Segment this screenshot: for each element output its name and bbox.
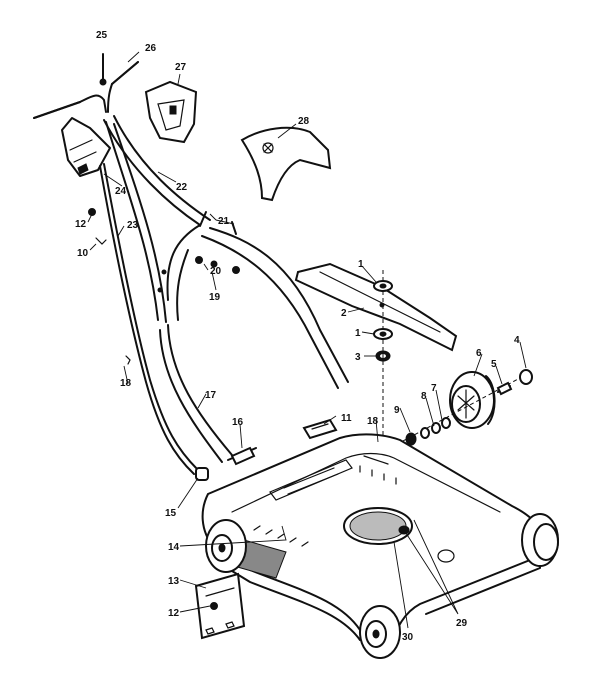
label-20: 20 <box>210 266 222 277</box>
plug <box>227 446 257 466</box>
power-cord <box>103 163 199 471</box>
label-21: 21 <box>218 216 230 227</box>
deck-wheels <box>205 513 559 659</box>
label-9: 9 <box>394 405 400 416</box>
handle-bracket <box>240 126 332 202</box>
label-3: 3 <box>355 352 361 363</box>
label-19: 19 <box>209 292 221 303</box>
label-26: 26 <box>145 43 157 54</box>
label-6: 6 <box>476 348 482 359</box>
label-24: 24 <box>115 186 127 197</box>
label-plate <box>302 418 338 440</box>
label-25: 25 <box>96 30 108 41</box>
label-28: 28 <box>298 116 310 127</box>
label-2: 2 <box>341 308 347 319</box>
label-27: 27 <box>175 62 187 73</box>
label-8: 8 <box>421 391 427 402</box>
label-29: 29 <box>456 618 468 629</box>
handle-fasteners <box>88 53 240 365</box>
switch-box <box>61 117 111 177</box>
leader-lines <box>87 51 527 629</box>
label-4: 4 <box>514 335 520 346</box>
label-12: 12 <box>75 219 87 230</box>
label-17: 17 <box>205 390 217 401</box>
label-5: 5 <box>491 359 497 370</box>
label-15: 15 <box>165 508 177 519</box>
label-7: 7 <box>431 383 437 394</box>
label-12-flap: 12 <box>168 608 180 619</box>
label-18-deck: 18 <box>367 416 379 427</box>
part-numbers: 25 26 27 28 24 22 12 23 10 21 20 19 1 2 … <box>75 30 520 643</box>
label-11: 11 <box>341 413 352 424</box>
label-13: 13 <box>168 576 180 587</box>
cord-connector <box>195 467 209 481</box>
label-30: 30 <box>402 632 414 643</box>
upper-handle <box>33 61 211 323</box>
label-23: 23 <box>127 220 139 231</box>
label-1-lower: 1 <box>355 328 361 339</box>
label-14: 14 <box>168 542 180 553</box>
label-10: 10 <box>77 248 89 259</box>
discharge-flap <box>194 572 246 640</box>
label-1-upper: 1 <box>358 259 364 270</box>
label-22: 22 <box>176 182 188 193</box>
mower-deck <box>201 433 545 650</box>
lower-handle <box>159 224 349 463</box>
label-18: 18 <box>120 378 132 389</box>
switch-cover <box>144 80 198 144</box>
exploded-wheel <box>389 369 533 449</box>
label-16: 16 <box>232 417 244 428</box>
